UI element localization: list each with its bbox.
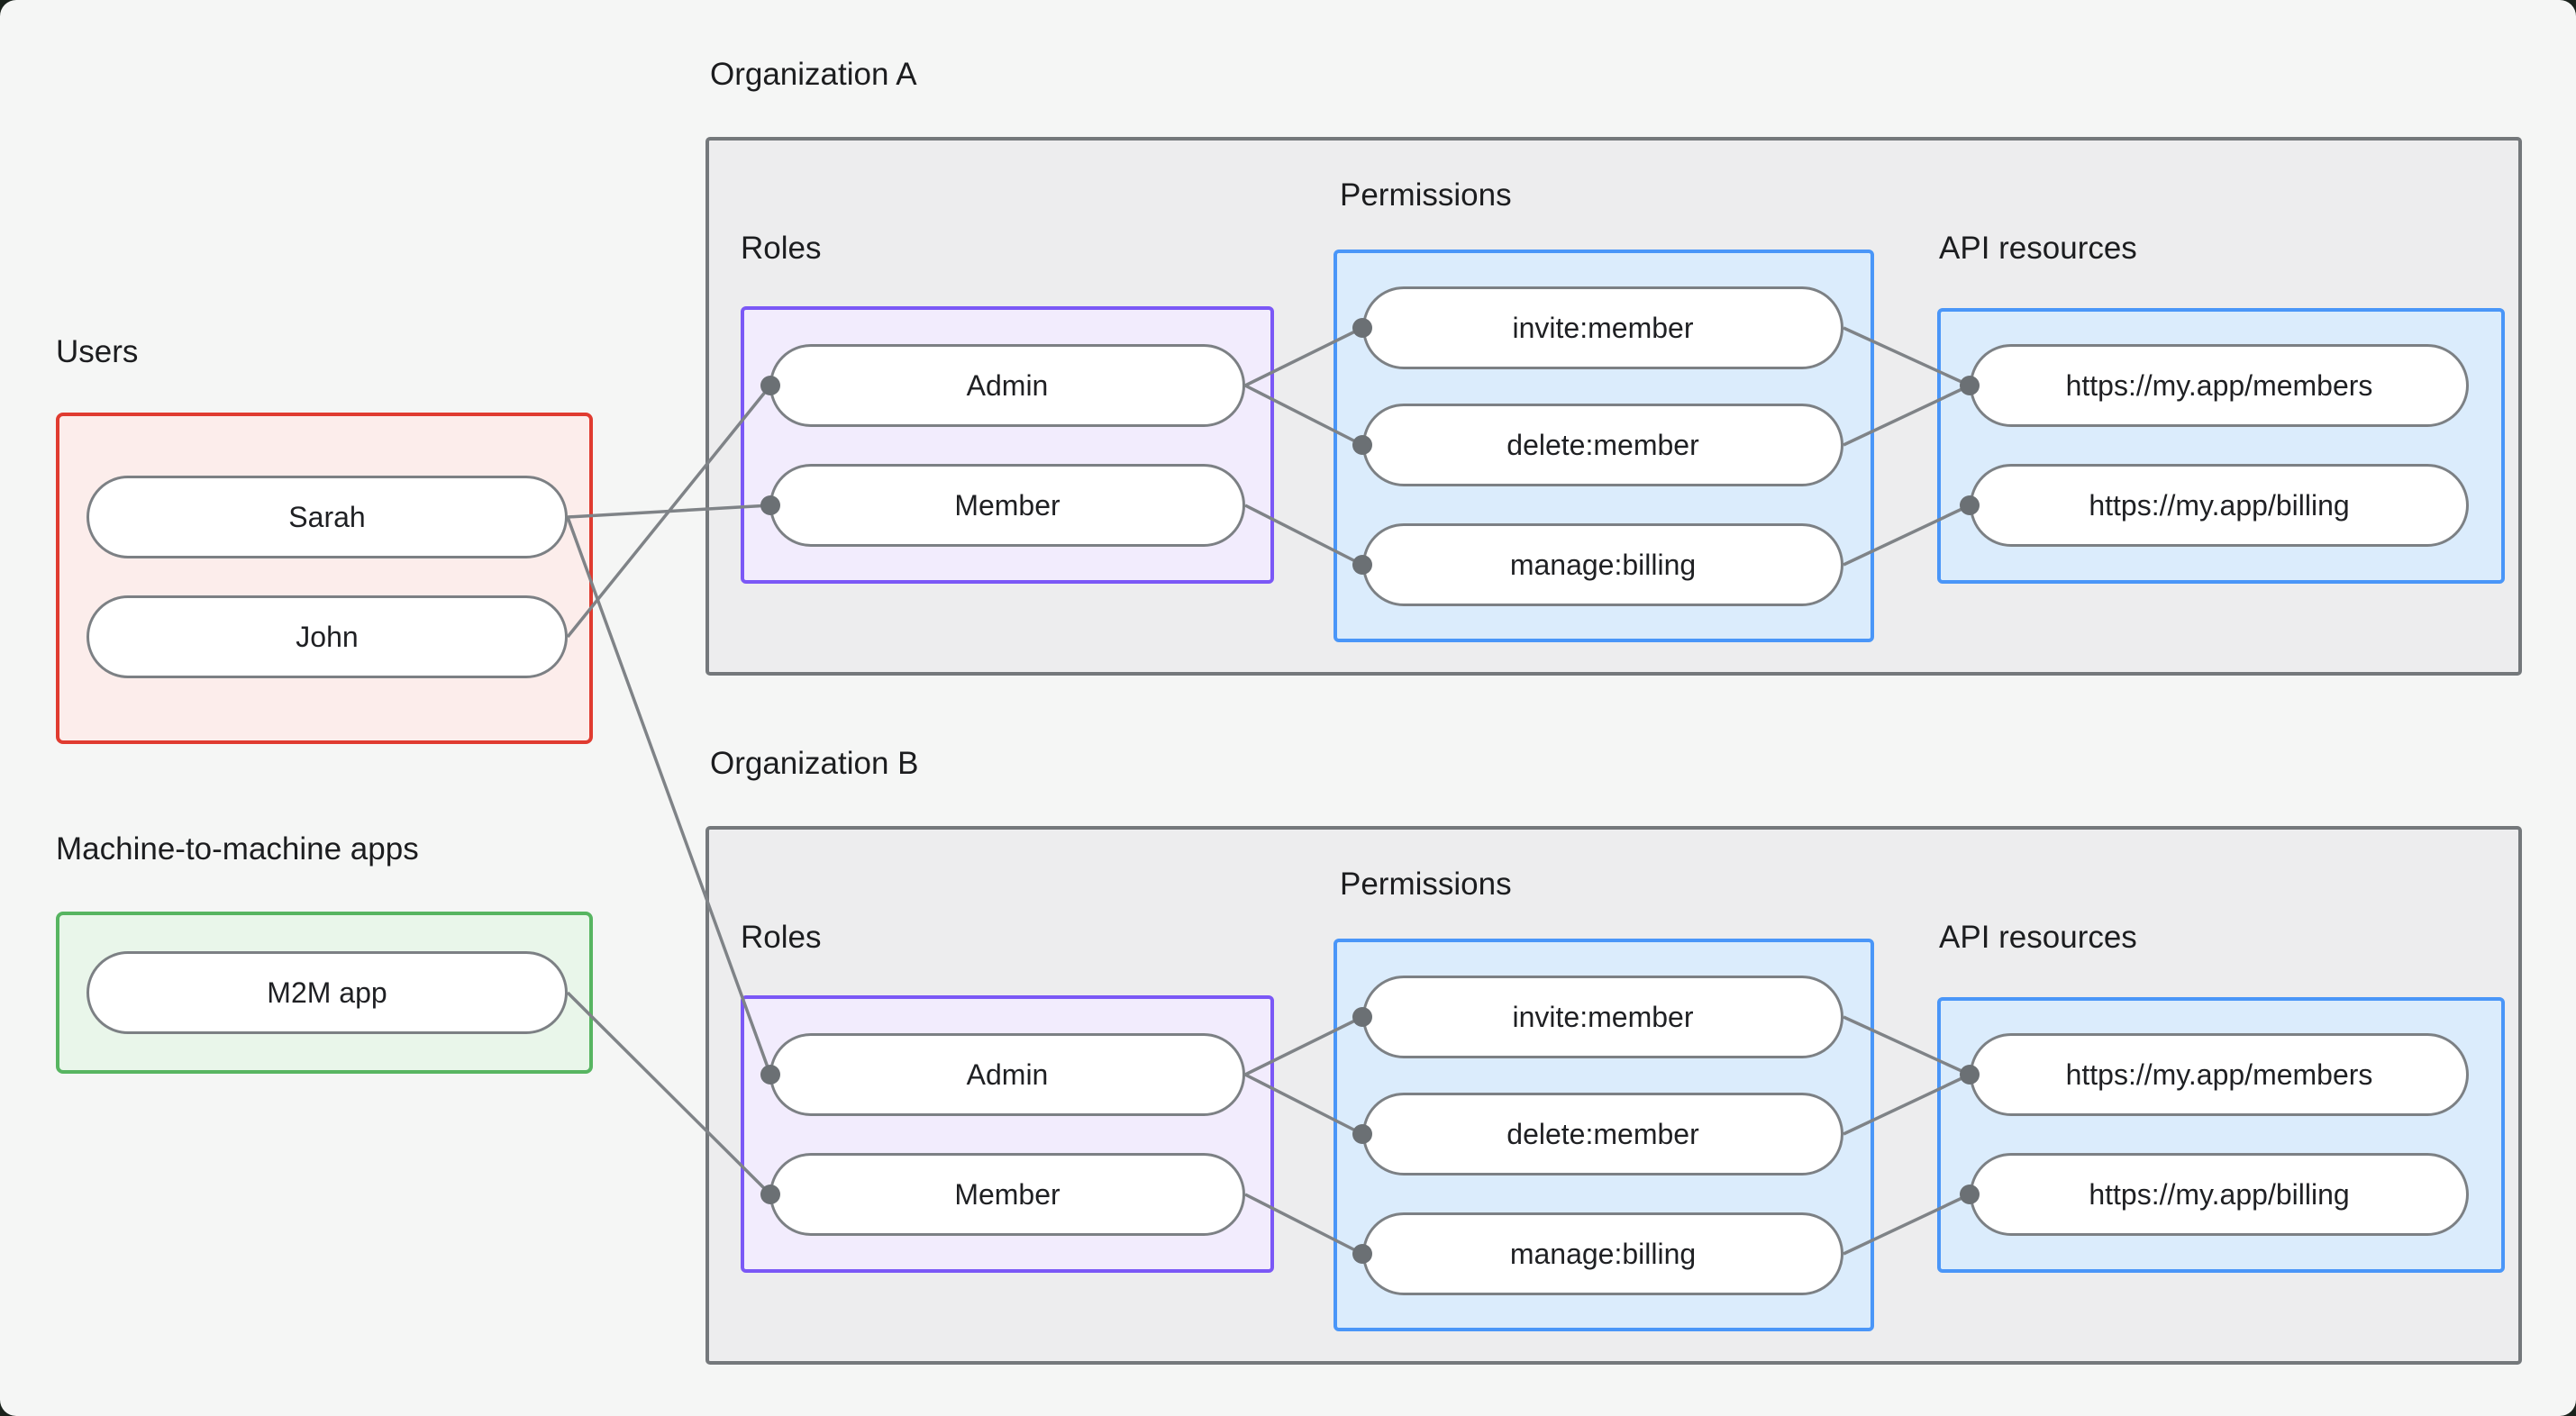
node-org-b-api-members: https://my.app/members bbox=[1970, 1033, 2469, 1116]
node-org-a-role-member: Member bbox=[769, 464, 1245, 547]
org-a-title: Organization A bbox=[710, 57, 917, 92]
node-m2m-app: M2M app bbox=[86, 951, 568, 1034]
node-org-b-perm-invite-member: invite:member bbox=[1362, 976, 1843, 1058]
node-org-a-perm-delete-member: delete:member bbox=[1362, 404, 1843, 486]
m2m-group-label: Machine-to-machine apps bbox=[56, 831, 419, 867]
node-org-a-role-admin: Admin bbox=[769, 344, 1245, 427]
node-org-b-role-member: Member bbox=[769, 1153, 1245, 1236]
org-b-roles-label: Roles bbox=[741, 920, 822, 955]
node-org-a-api-members: https://my.app/members bbox=[1970, 344, 2469, 427]
org-b-title: Organization B bbox=[710, 746, 919, 781]
node-user-john: John bbox=[86, 595, 568, 678]
node-org-b-api-billing: https://my.app/billing bbox=[1970, 1153, 2469, 1236]
org-a-roles-label: Roles bbox=[741, 231, 822, 266]
node-org-b-perm-delete-member: delete:member bbox=[1362, 1093, 1843, 1175]
node-org-a-perm-manage-billing: manage:billing bbox=[1362, 523, 1843, 606]
node-user-sarah: Sarah bbox=[86, 476, 568, 558]
org-b-api-resources-label: API resources bbox=[1939, 920, 2137, 955]
users-group-box bbox=[56, 413, 593, 744]
org-b-permissions-label: Permissions bbox=[1340, 867, 1512, 902]
org-a-permissions-label: Permissions bbox=[1340, 177, 1512, 213]
node-org-a-api-billing: https://my.app/billing bbox=[1970, 464, 2469, 547]
users-group-label: Users bbox=[56, 334, 139, 369]
node-org-b-perm-manage-billing: manage:billing bbox=[1362, 1212, 1843, 1295]
org-a-api-resources-label: API resources bbox=[1939, 231, 2137, 266]
node-org-a-perm-invite-member: invite:member bbox=[1362, 286, 1843, 369]
node-org-b-role-admin: Admin bbox=[769, 1033, 1245, 1116]
